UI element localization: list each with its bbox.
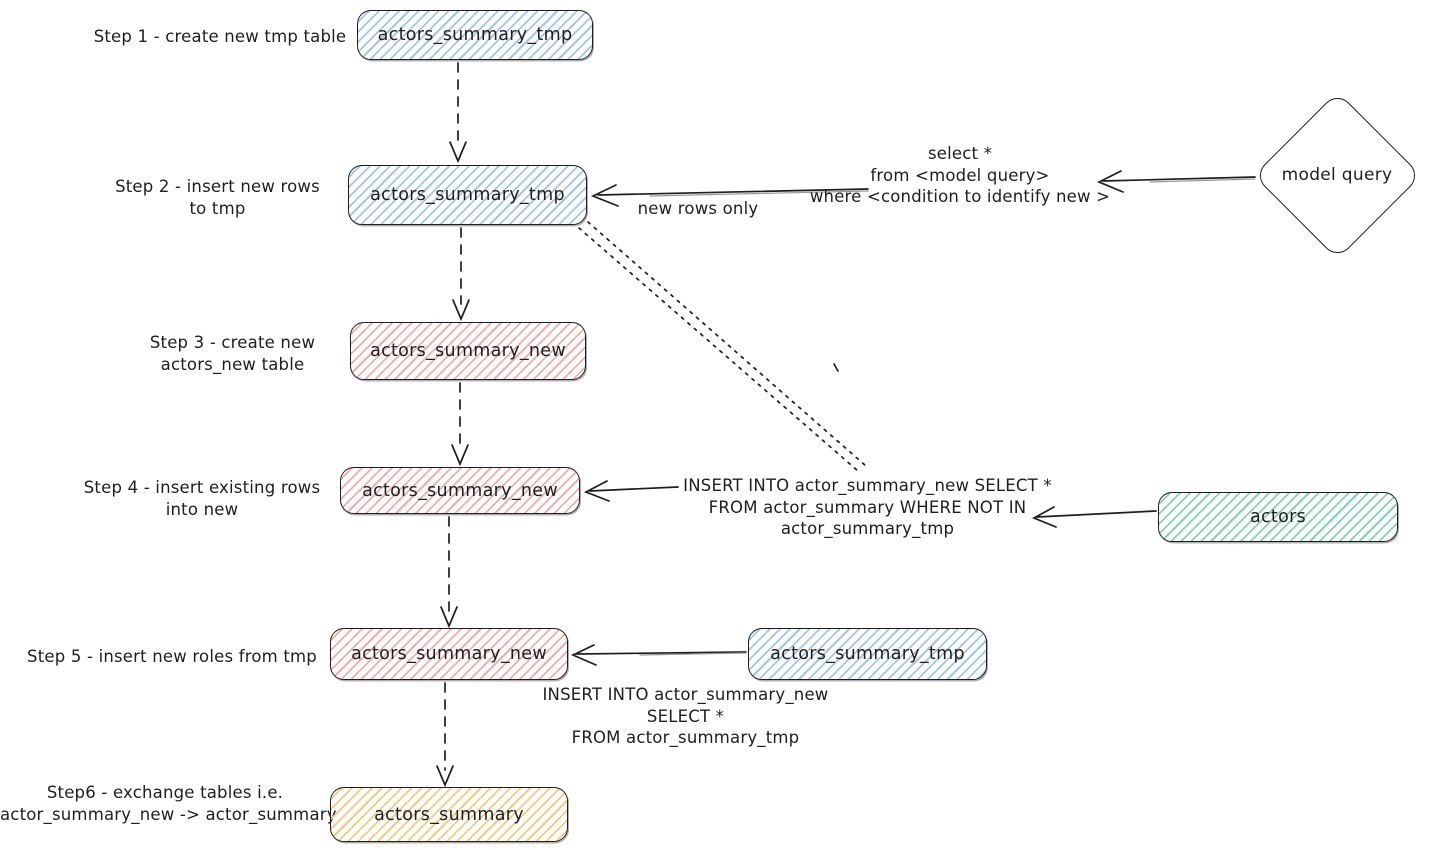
step2-label: Step 2 - insert new rows to tmp (95, 176, 340, 220)
arrow-diamond-to-sql-echo (1149, 178, 1256, 183)
step4-label: Step 4 - insert existing rows into new (72, 477, 332, 521)
step4-label-line1: Step 4 - insert existing rows (83, 478, 321, 497)
dotted-step2-to-sql-1 (587, 221, 867, 467)
arrowhead-step5 (440, 606, 458, 629)
node-step5-label: actors_summary_new (351, 644, 547, 664)
arrowhead-tmp-to-step5 (570, 644, 597, 666)
insert-new-line1: INSERT INTO actor_summary_new (542, 685, 829, 704)
node-step4-label: actors_summary_new (362, 480, 558, 501)
arrow-tmp-to-step5-echo (639, 652, 747, 656)
node-step1-actors-summary-tmp: actors_summary_tmp (357, 10, 593, 60)
arrowhead-step3 (452, 299, 470, 322)
model-sql-line1: select * (927, 144, 993, 163)
step3-label-line2: actors_new table (160, 355, 305, 374)
step2-label-line2: to tmp (189, 199, 246, 218)
node-step3-actors-summary-new: actors_summary_new (350, 322, 586, 380)
arrowhead-sql-to-step2 (590, 184, 619, 207)
arrow-diamond-to-sql (1102, 176, 1256, 182)
node-tmp-source-label: actors_summary_tmp (770, 644, 965, 664)
arrowhead-step6 (436, 765, 454, 788)
model-sql-line3: where <condition to identify new > (809, 187, 1111, 206)
node-step2-label: actors_summary_tmp (370, 185, 565, 205)
step6-label: Step6 - exchange tables i.e. actor_summa… (0, 782, 337, 826)
node-step6-label: actors_summary (374, 804, 524, 825)
insert-existing-line1: INSERT INTO actor_summary_new SELECT * (683, 476, 1052, 495)
step6-label-line1: Step6 - exchange tables i.e. (46, 783, 284, 802)
model-query-label: model query (1281, 165, 1393, 185)
arrowhead-sql-to-step4 (583, 480, 610, 502)
dotted-step2-to-sql-2 (578, 227, 859, 472)
step5-label: Step 5 - insert new roles from tmp (22, 646, 322, 668)
insert-existing-sql-text: INSERT INTO actor_summary_new SELECT * F… (660, 475, 1075, 540)
node-step6-actors-summary: actors_summary (330, 787, 568, 842)
model-query-sql-text: select * from <model query> where <condi… (800, 143, 1120, 208)
stray-tick (833, 363, 839, 372)
step1-label: Step 1 - create new tmp table (85, 26, 355, 48)
node-step4-actors-summary-new: actors_summary_new (340, 467, 580, 514)
node-step1-label: actors_summary_tmp (377, 25, 573, 45)
step3-label-line1: Step 3 - create new (149, 333, 316, 352)
model-sql-line2: from <model query> (870, 165, 1050, 185)
node-step3-label: actors_summary_new (370, 341, 566, 361)
insert-new-line3: FROM actor_summary_tmp (571, 728, 800, 747)
node-tmp-source: actors_summary_tmp (748, 628, 987, 680)
step6-label-line2: actor_summary_new -> actor_summary (0, 805, 337, 824)
arrow-tmp-to-step5 (576, 651, 747, 655)
insert-new-line2: SELECT * (646, 706, 725, 726)
insert-existing-line2: FROM actor_summary WHERE NOT IN (708, 497, 1027, 517)
step1-label-line1: Step 1 - create new tmp table (93, 27, 347, 46)
node-step5-actors-summary-new: actors_summary_new (330, 628, 568, 680)
new-rows-only-label: new rows only (633, 198, 763, 220)
step5-label-line1: Step 5 - insert new roles from tmp (27, 647, 317, 666)
arrowhead-step4 (451, 444, 469, 467)
step4-label-line2: into new (165, 500, 239, 519)
step2-label-line1: Step 2 - insert new rows (115, 177, 320, 196)
node-step2-actors-summary-tmp: actors_summary_tmp (348, 165, 587, 225)
arrowhead-step2 (449, 141, 467, 164)
step3-label: Step 3 - create new actors_new table (105, 332, 360, 376)
insert-new-sql-text: INSERT INTO actor_summary_new SELECT * F… (533, 684, 838, 749)
new-rows-only-text: new rows only (637, 199, 759, 218)
insert-existing-line3: actor_summary_tmp (780, 519, 955, 538)
node-actors-label: actors (1249, 507, 1307, 527)
node-actors: actors (1158, 492, 1398, 542)
